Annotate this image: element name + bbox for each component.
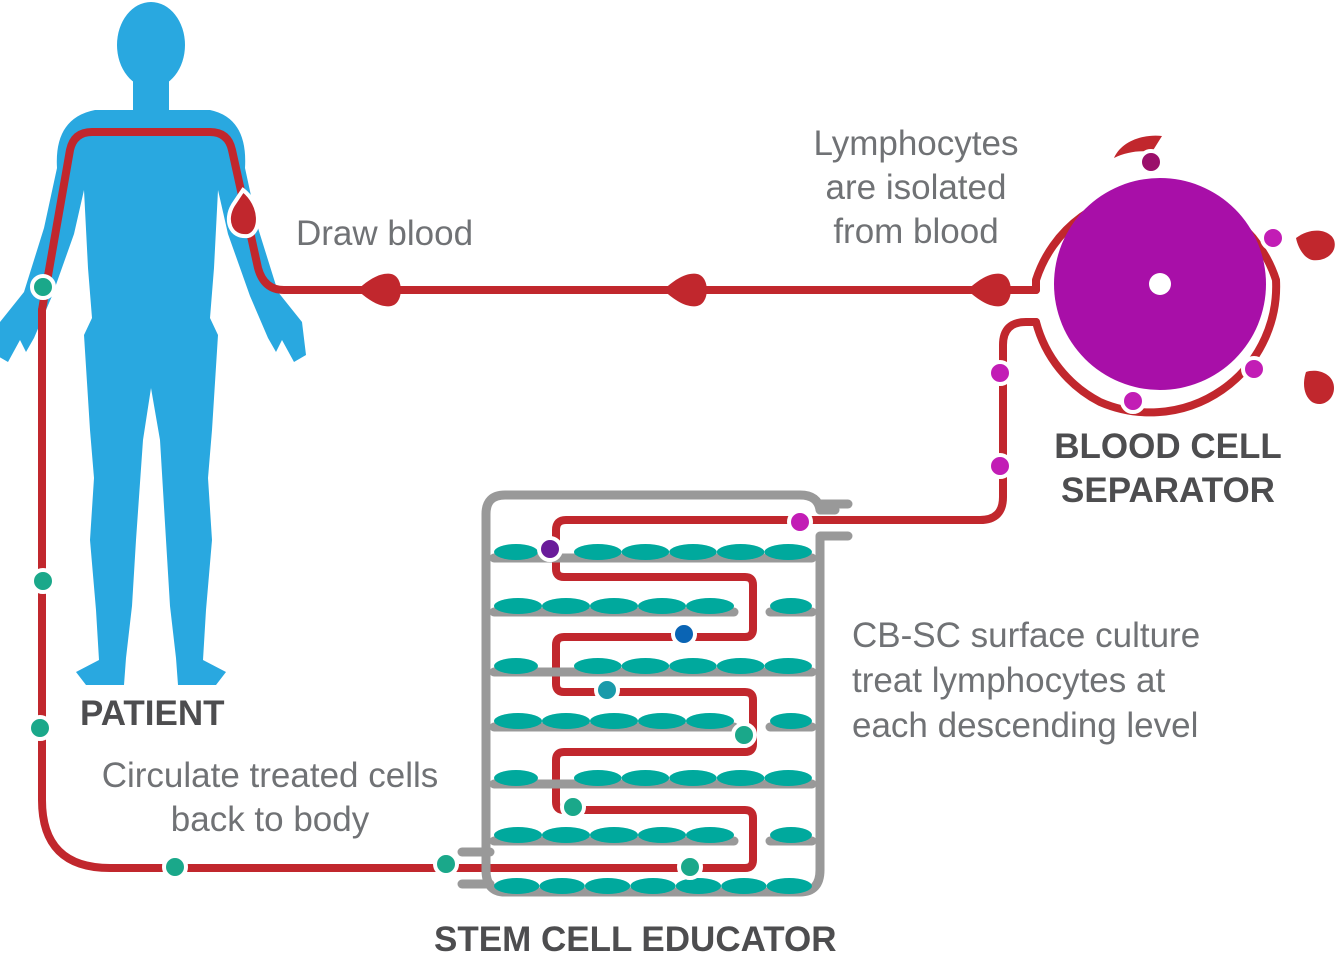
- culture-bump: [766, 878, 812, 894]
- circulate-label-line2: back to body: [170, 800, 370, 839]
- culture-bump: [669, 658, 717, 674]
- culture-bump: [590, 713, 638, 729]
- culture-label-line3: each descending level: [852, 706, 1199, 745]
- culture-bump: [542, 827, 590, 843]
- culture-bump: [770, 598, 812, 614]
- culture-bump: [539, 878, 585, 894]
- culture-bump: [584, 878, 631, 894]
- culture-bump: [638, 713, 686, 729]
- culture-bump: [764, 658, 812, 674]
- culture-bump: [764, 544, 812, 560]
- culture-bump: [638, 827, 686, 843]
- culture-bump: [494, 713, 542, 729]
- culture-bump: [669, 770, 717, 786]
- culture-bump: [630, 878, 676, 894]
- culture-label-line2: treat lymphocytes at: [852, 661, 1166, 700]
- centrifuge-icon: [1054, 178, 1266, 390]
- culture-bump: [770, 827, 812, 843]
- human-figure-icon: [0, 2, 306, 685]
- lymphocytes-label-line3: from blood: [833, 212, 999, 251]
- culture-bump: [721, 878, 767, 894]
- culture-bump: [716, 544, 765, 560]
- separator-title-line1: BLOOD CELL: [1054, 427, 1282, 466]
- culture-bump: [494, 770, 538, 786]
- patient-title: PATIENT: [80, 694, 225, 733]
- culture-bump: [621, 544, 670, 560]
- culture-bump: [716, 770, 765, 786]
- culture-bump: [542, 713, 590, 729]
- culture-bump: [764, 770, 812, 786]
- circulate-label-line1: Circulate treated cells: [101, 756, 439, 795]
- culture-bump: [574, 658, 622, 674]
- culture-label-line1: CB-SC surface culture: [852, 616, 1201, 655]
- culture-bump: [494, 658, 538, 674]
- stem-cell-educator-device: [457, 490, 853, 897]
- culture-bump: [574, 544, 622, 560]
- draw-blood-label: Draw blood: [296, 214, 474, 253]
- culture-bump: [494, 878, 540, 894]
- culture-bump: [590, 827, 638, 843]
- culture-bump: [770, 713, 812, 729]
- culture-bump: [686, 713, 734, 729]
- lymphocytes-label-line2: are isolated: [825, 168, 1007, 207]
- culture-bump: [716, 658, 765, 674]
- culture-bump: [686, 827, 734, 843]
- culture-bump: [542, 598, 590, 614]
- culture-bump: [494, 598, 542, 614]
- culture-bump: [669, 544, 717, 560]
- educator-title: STEM CELL EDUCATOR: [434, 920, 837, 959]
- cell-icons: [27, 149, 1286, 880]
- culture-bump: [686, 598, 734, 614]
- culture-bump: [494, 827, 542, 843]
- culture-bump: [494, 544, 538, 560]
- culture-bump: [574, 770, 622, 786]
- blood-drop-icons: [227, 135, 1335, 405]
- lymphocytes-label-line1: Lymphocytes: [813, 124, 1019, 163]
- culture-bump: [638, 598, 686, 614]
- culture-bump: [621, 658, 670, 674]
- separator-title-line2: SEPARATOR: [1061, 471, 1275, 510]
- culture-bump: [675, 878, 722, 894]
- culture-bump: [621, 770, 670, 786]
- culture-bump: [590, 598, 638, 614]
- culture-layers: [494, 544, 812, 894]
